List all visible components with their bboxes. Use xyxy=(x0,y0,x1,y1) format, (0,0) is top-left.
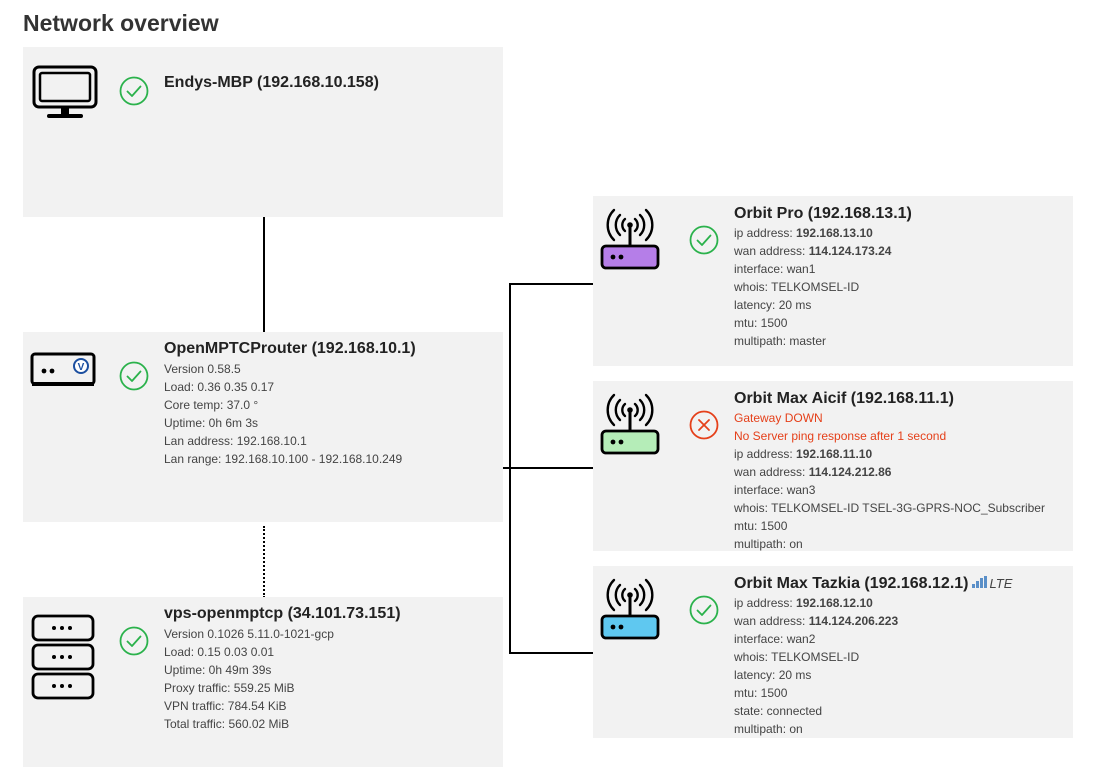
wan-interface: interface: wan2 xyxy=(734,632,816,646)
connector-wan2 xyxy=(509,652,594,654)
vps-uptime: Uptime: 0h 49m 39s xyxy=(164,663,272,677)
wan-name: Orbit Pro (192.168.13.1) xyxy=(734,205,912,222)
wan-name-row: Orbit Max Tazkia (192.168.12.1) LTE xyxy=(734,575,1012,593)
wan-wan-address: wan address: 114.124.206.223 xyxy=(734,614,899,628)
client-name: Endys-MBP (192.168.10.158) xyxy=(164,74,379,91)
status-ok-icon xyxy=(119,361,149,391)
wan-interface: interface: wan1 xyxy=(734,262,816,276)
wan-state: state: connected xyxy=(734,704,823,718)
connector-router-vps xyxy=(263,526,265,598)
wan-multipath: multipath: on xyxy=(734,537,803,551)
router-lan-address: Lan address: 192.168.10.1 xyxy=(164,434,307,448)
wifi-router-icon xyxy=(600,208,660,270)
status-ok-icon xyxy=(119,626,149,656)
wan-whois: whois: TELKOMSEL-ID xyxy=(734,280,860,294)
router-core-temp: Core temp: 37.0 ° xyxy=(164,398,259,412)
connector-wan3 xyxy=(509,467,594,469)
wan-name: Orbit Max Tazkia (192.168.12.1) xyxy=(734,575,969,592)
connector-wan1 xyxy=(509,283,594,285)
wan-whois: whois: TELKOMSEL-ID xyxy=(734,650,860,664)
wan-whois: whois: TELKOMSEL-ID TSEL-3G-GPRS-NOC_Sub… xyxy=(734,501,1045,515)
wan-latency: latency: 20 ms xyxy=(734,668,812,682)
wan-latency: latency: 20 ms xyxy=(734,298,812,312)
device-body xyxy=(600,429,660,455)
wan-card-orbit-max-aicif[interactable]: Orbit Max Aicif (192.168.11.1) Gateway D… xyxy=(593,381,1073,551)
vps-name: vps-openmptcp (34.101.73.151) xyxy=(164,605,401,622)
network-type-badge: LTE xyxy=(989,576,1013,591)
wan-multipath: multipath: master xyxy=(734,334,827,348)
device-body xyxy=(600,244,660,270)
router-name: OpenMPTCProuter (192.168.10.1) xyxy=(164,340,416,357)
wan-mtu: mtu: 1500 xyxy=(734,519,788,533)
vps-load: Load: 0.15 0.03 0.01 xyxy=(164,645,275,659)
wan-card-orbit-pro[interactable]: Orbit Pro (192.168.13.1) ip address: 192… xyxy=(593,196,1073,366)
client-card[interactable]: Endys-MBP (192.168.10.158) xyxy=(23,47,503,217)
wan-error-ping: No Server ping response after 1 second xyxy=(734,429,947,443)
page-title: Network overview xyxy=(23,10,219,36)
router-lan-range: Lan range: 192.168.10.100 - 192.168.10.2… xyxy=(164,452,403,466)
status-ok-icon xyxy=(119,76,149,106)
status-error-icon xyxy=(689,410,719,440)
router-card[interactable]: V OpenMPTCProuter (192.168.10.1) Version… xyxy=(23,332,503,522)
svg-text:V: V xyxy=(78,362,85,373)
status-ok-icon xyxy=(689,595,719,625)
vps-total-traffic: Total traffic: 560.02 MiB xyxy=(164,717,290,731)
wan-error-gateway: Gateway DOWN xyxy=(734,411,823,425)
wan-wan-address: wan address: 114.124.212.86 xyxy=(734,465,892,479)
signal-bars-icon xyxy=(972,576,988,588)
router-version: Version 0.58.5 xyxy=(164,362,241,376)
wan-ip-address: ip address: 192.168.13.10 xyxy=(734,226,873,240)
wan-mtu: mtu: 1500 xyxy=(734,686,788,700)
server-stack-icon xyxy=(31,614,95,700)
router-box-icon: V xyxy=(30,352,96,386)
status-ok-icon xyxy=(689,225,719,255)
wan-ip-address: ip address: 192.168.12.10 xyxy=(734,596,873,610)
wifi-router-icon xyxy=(600,578,660,640)
vps-proxy-traffic: Proxy traffic: 559.25 MiB xyxy=(164,681,295,695)
wan-multipath: multipath: on xyxy=(734,722,803,736)
connector-router-wan-bus xyxy=(502,467,510,469)
wan-card-orbit-max-tazkia[interactable]: Orbit Max Tazkia (192.168.12.1) LTE ip a… xyxy=(593,566,1073,738)
wifi-router-icon xyxy=(600,393,660,455)
monitor-icon xyxy=(32,65,98,118)
vps-vpn-traffic: VPN traffic: 784.54 KiB xyxy=(164,699,287,713)
vps-card[interactable]: vps-openmptcp (34.101.73.151) Version 0.… xyxy=(23,597,503,767)
wan-interface: interface: wan3 xyxy=(734,483,816,497)
router-uptime: Uptime: 0h 6m 3s xyxy=(164,416,259,430)
device-body xyxy=(600,614,660,640)
wan-wan-address: wan address: 114.124.173.24 xyxy=(734,244,892,258)
connector-client-router xyxy=(263,217,265,333)
wan-name: Orbit Max Aicif (192.168.11.1) xyxy=(734,390,954,407)
vps-version: Version 0.1026 5.11.0-1021-gcp xyxy=(164,627,334,641)
router-load: Load: 0.36 0.35 0.17 xyxy=(164,380,275,394)
wan-ip-address: ip address: 192.168.11.10 xyxy=(734,447,873,461)
wan-mtu: mtu: 1500 xyxy=(734,316,788,330)
